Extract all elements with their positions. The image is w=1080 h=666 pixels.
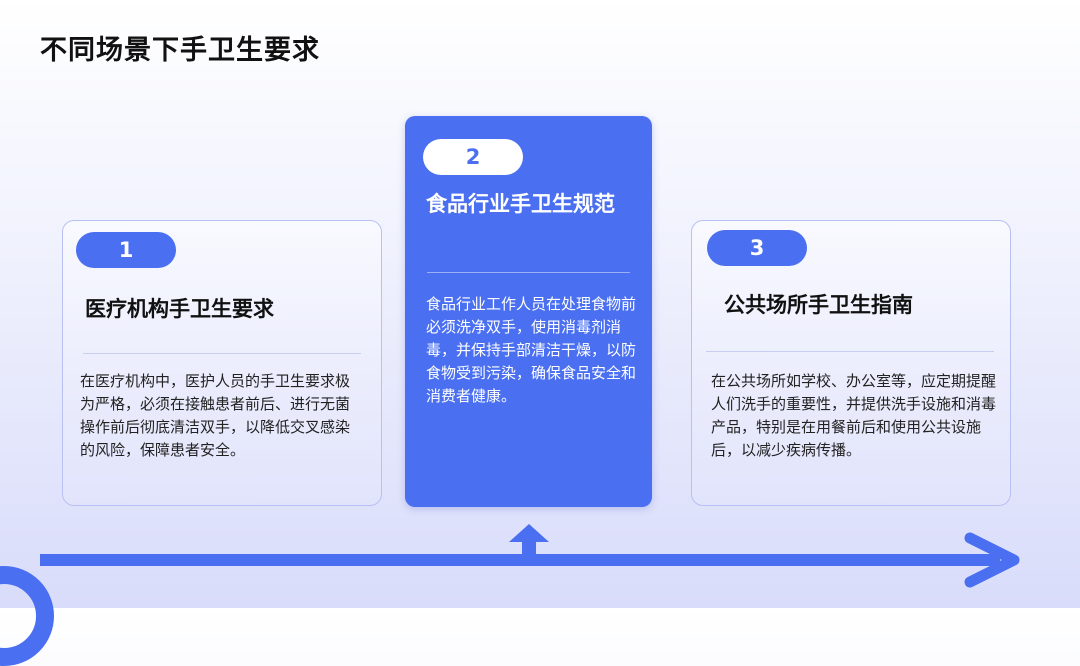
card-title: 医疗机构手卫生要求 — [85, 297, 274, 321]
card-title: 公共场所手卫生指南 — [724, 293, 913, 317]
card-public-places: 3 公共场所手卫生指南 在公共场所如学校、办公室等，应定期提醒人们洗手的重要性，… — [691, 220, 1011, 506]
timeline — [40, 524, 1020, 588]
card-number-badge: 1 — [76, 232, 176, 268]
card-body: 在医疗机构中，医护人员的手卫生要求极为严格，必须在接触患者前后、进行无菌操作前后… — [80, 372, 351, 459]
up-arrow-marker-icon — [509, 524, 549, 560]
card-number-badge: 3 — [707, 230, 807, 266]
card-number-badge: 2 — [423, 139, 523, 175]
card-divider — [427, 272, 630, 273]
card-body: 食品行业工作人员在处理食物前必须洗净双手，使用消毒剂消毒，并保持手部清洁干燥，以… — [426, 295, 637, 405]
timeline-arrow-icon — [964, 532, 1020, 588]
card-divider — [83, 353, 361, 354]
card-medical: 1 医疗机构手卫生要求 在医疗机构中，医护人员的手卫生要求极为严格，必须在接触患… — [62, 220, 382, 506]
card-body: 在公共场所如学校、办公室等，应定期提醒人们洗手的重要性，并提供洗手设施和消毒产品… — [711, 372, 997, 459]
timeline-line — [40, 554, 1000, 566]
card-food-industry: 2 食品行业手卫生规范 食品行业工作人员在处理食物前必须洗净双手，使用消毒剂消毒… — [405, 116, 652, 507]
card-divider — [706, 351, 994, 352]
card-title: 食品行业手卫生规范 — [426, 192, 615, 216]
page-title: 不同场景下手卫生要求 — [40, 35, 320, 66]
